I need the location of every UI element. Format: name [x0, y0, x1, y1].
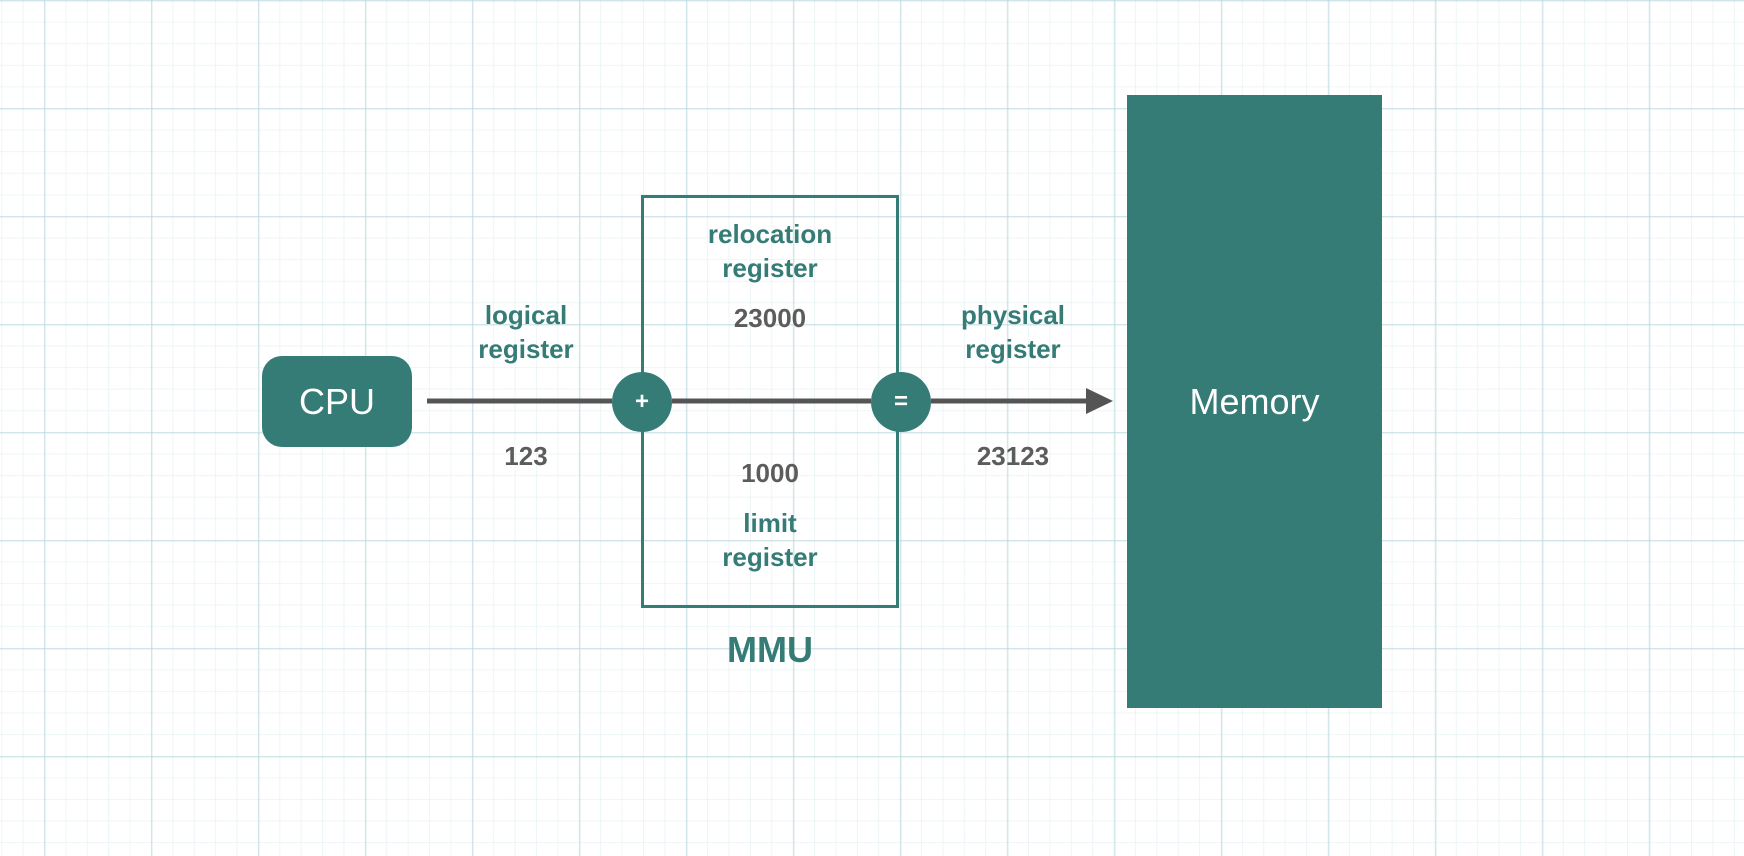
physical-register-label: physical register [960, 300, 1066, 364]
add-symbol: + [634, 388, 649, 415]
arrow-head [1086, 388, 1113, 414]
equals-symbol: = [893, 388, 908, 415]
logical-register-value: 123 [504, 441, 548, 471]
add-operator: + [612, 372, 672, 432]
limit-register-value: 1000 [741, 458, 799, 488]
limit-register-label: limit register [722, 508, 818, 572]
cpu-node: CPU [262, 356, 412, 447]
relocation-register-value: 23000 [733, 303, 807, 333]
memory-node: Memory [1127, 95, 1382, 708]
memory-label: Memory [1189, 380, 1320, 422]
mmu-title: MMU [727, 629, 813, 670]
physical-register-value: 23123 [976, 441, 1050, 471]
relocation-register-label: relocation register [707, 219, 833, 283]
equals-operator: = [871, 372, 931, 432]
cpu-label: CPU [298, 380, 375, 422]
logical-register-label: logical register [478, 300, 574, 364]
